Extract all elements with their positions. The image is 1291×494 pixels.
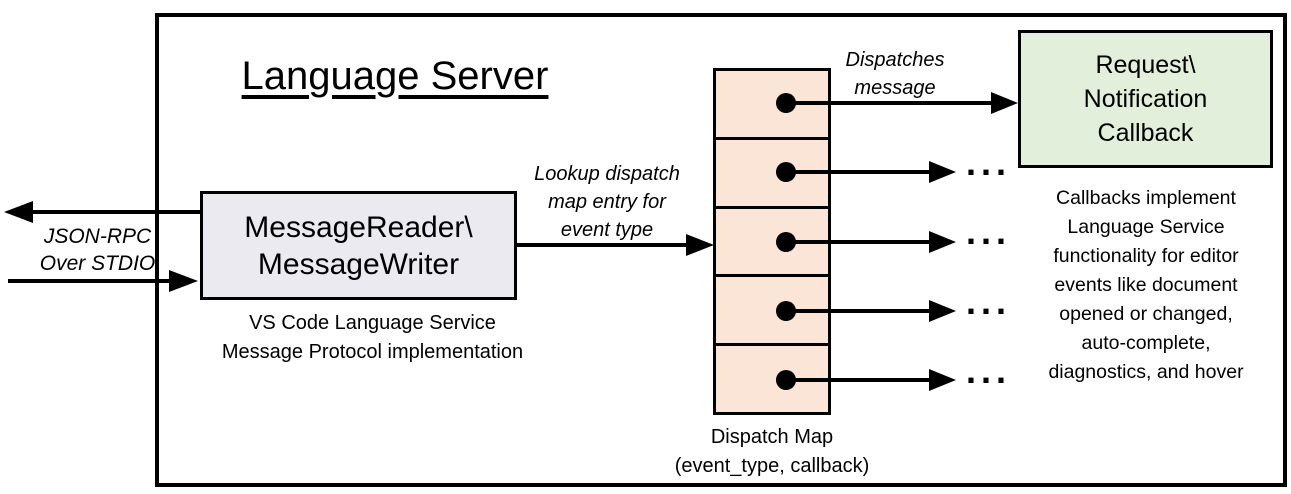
lookup-dispatch-label: Lookup dispatch map entry for event type (534, 163, 680, 241)
dispatch-map-cell (716, 343, 828, 412)
callbacks-description-note: Callbacks implement Language Service fun… (1048, 187, 1244, 383)
dispatch-map-cell (716, 205, 828, 275)
dispatch-map-caption: Dispatch Map (event_type, callback) (674, 426, 870, 477)
dispatches-message-label: Dispatches message (845, 49, 945, 99)
json-rpc-stdio-label: JSON-RPC Over STDIO (39, 225, 156, 275)
message-box-caption: VS Code Language Service Message Protoco… (221, 312, 524, 363)
request-notification-callback-box: Request\ Notification Callback (1018, 30, 1273, 168)
more-callbacks-ellipsis: ... (966, 350, 1012, 391)
more-callbacks-ellipsis: ... (966, 211, 1012, 252)
dispatch-map-cell (716, 136, 828, 206)
dispatch-map-cell (716, 71, 828, 137)
dispatch-map-box (713, 68, 831, 415)
more-callbacks-ellipsis: ... (966, 281, 1012, 322)
language-server-container-box (155, 13, 1287, 487)
more-callbacks-ellipsis: ... (966, 142, 1012, 183)
diagram-title: Language Server (241, 54, 549, 98)
message-reader-writer-box: MessageReader\ MessageWriter (200, 191, 517, 300)
dispatch-map-cell (716, 274, 828, 343)
